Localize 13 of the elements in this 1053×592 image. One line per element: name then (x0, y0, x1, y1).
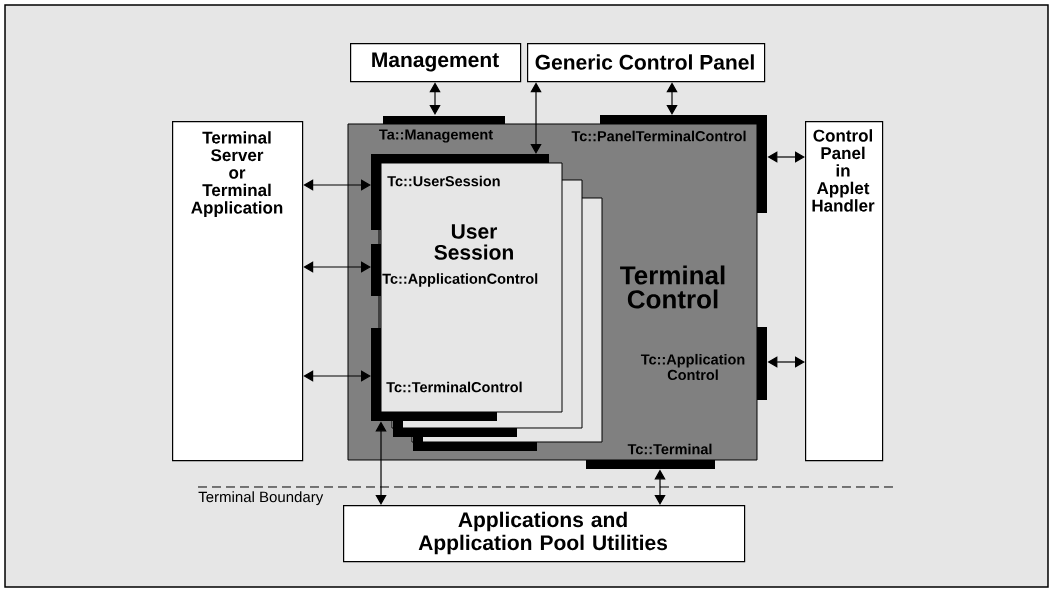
component-box: Generic Control Panel (527, 43, 766, 83)
double-arrow (666, 82, 678, 115)
component-box: Management (350, 43, 522, 83)
double-arrow (429, 82, 441, 115)
double-arrow (303, 179, 371, 191)
boundary-label: Terminal Boundary (198, 491, 324, 506)
component-box: Terminal Server or Terminal Application (172, 121, 304, 462)
double-arrow (303, 261, 371, 273)
session-page: Tc::UserSession User Session Tc::ApplicationControl Tc::TerminalControl (371, 154, 563, 421)
component-box: Control Panel in Applet Handler (805, 121, 884, 462)
double-arrow (303, 370, 371, 382)
double-arrow (530, 82, 542, 154)
component-box: Applications and Application Pool Utilities (343, 505, 746, 563)
